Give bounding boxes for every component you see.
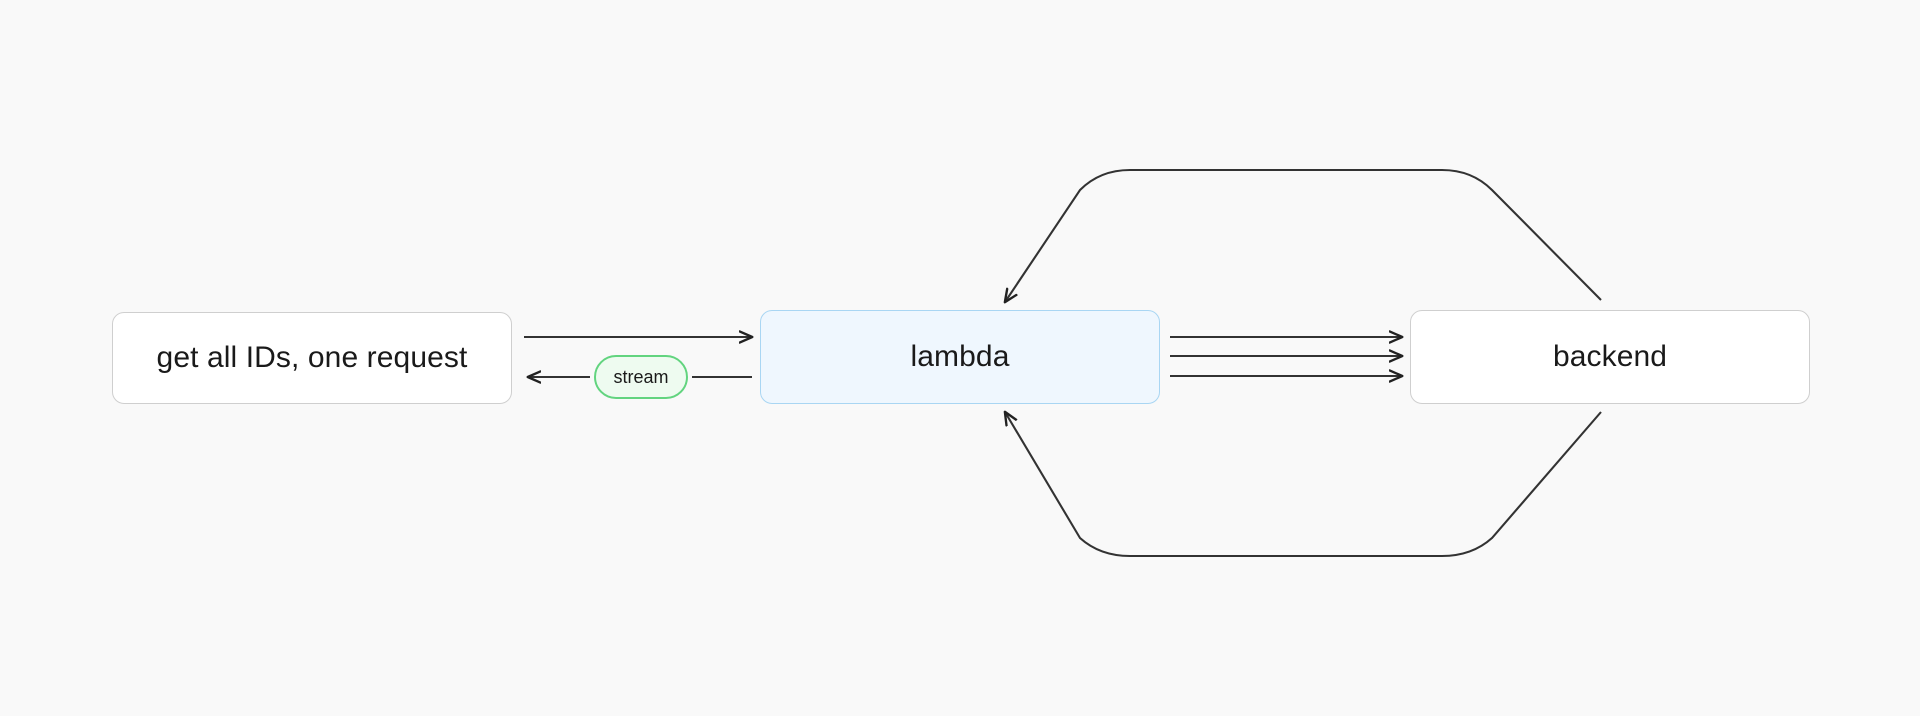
node-backend-label: backend (1552, 340, 1668, 373)
node-client[interactable]: get all IDs, one request (112, 312, 512, 404)
node-lambda[interactable]: lambda (760, 310, 1160, 404)
edge-label-stream[interactable]: stream (594, 355, 688, 399)
edge-label-stream-text: stream (613, 367, 669, 387)
edge-backend-to-lambda-top (1005, 168, 1602, 302)
node-client-label: get all IDs, one request (156, 341, 468, 374)
edge-backend-to-lambda-bottom (1005, 412, 1602, 558)
node-backend[interactable]: backend (1410, 310, 1810, 404)
node-lambda-label: lambda (910, 340, 1010, 373)
